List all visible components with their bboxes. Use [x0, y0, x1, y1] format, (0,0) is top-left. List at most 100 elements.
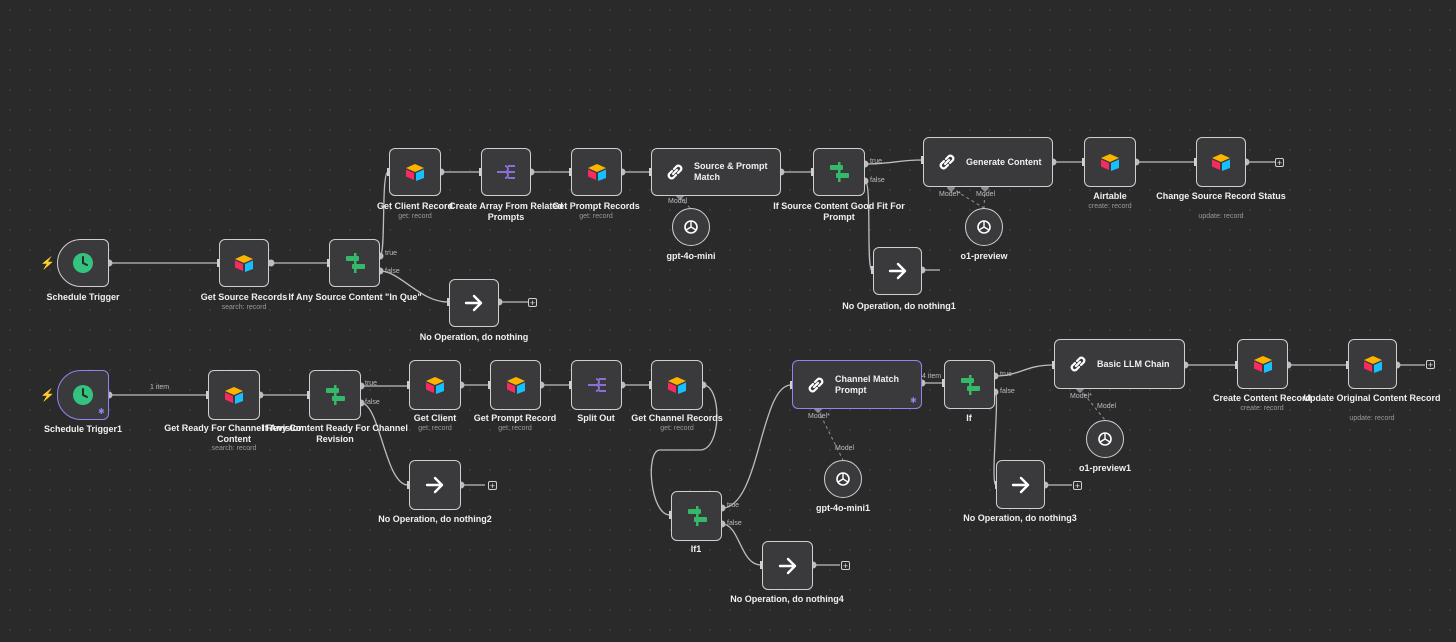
node-label: Update Original Content Record	[1303, 393, 1441, 403]
source-prompt-match-node[interactable]: Source & Prompt Match	[651, 148, 781, 196]
item-count-label: 1 item	[150, 384, 170, 391]
get-ready-node[interactable]	[208, 370, 260, 420]
node-subtitle: search: record	[211, 445, 257, 452]
o1-preview-node[interactable]	[965, 208, 1003, 246]
node-label: No Operation, do nothing3	[963, 513, 1077, 523]
false-branch-label: false	[365, 399, 380, 406]
node-subtitle: create: record	[1088, 203, 1132, 210]
change-status-node[interactable]	[1196, 137, 1246, 187]
node-subtitle: update: record	[1349, 415, 1395, 422]
node-label: o1-preview	[960, 251, 1008, 261]
airtable-icon	[1252, 355, 1274, 373]
add-node-button[interactable]: +	[841, 561, 850, 571]
if-any-source-node[interactable]	[329, 239, 380, 287]
update-original-node[interactable]	[1348, 339, 1397, 389]
node-label: Get Client	[413, 413, 457, 423]
arrow-right-icon	[425, 476, 445, 494]
node-label: No Operation, do nothing	[419, 332, 529, 342]
noop4-node[interactable]	[762, 541, 813, 590]
add-node-button[interactable]: +	[1073, 481, 1082, 491]
noop-node[interactable]	[449, 279, 499, 327]
get-source-records-node[interactable]	[219, 239, 269, 287]
node-label: Airtable	[1093, 191, 1127, 201]
generate-content-node[interactable]: Generate Content	[923, 137, 1053, 187]
node-label: If Source Content Good Fit For Prompt	[773, 201, 905, 222]
if-source-good-node[interactable]	[813, 148, 865, 196]
node-label: gpt-4o-mini1	[816, 503, 870, 513]
create-content-record-node[interactable]	[1237, 339, 1288, 389]
if-any-content-node[interactable]	[309, 370, 361, 420]
node-label: Get Client Record	[376, 201, 453, 211]
noop3-node[interactable]	[996, 460, 1045, 509]
node-subtitle: update: record	[1198, 213, 1244, 220]
add-node-button[interactable]: +	[1426, 360, 1435, 370]
node-subtitle: search: record	[221, 304, 267, 311]
clock-icon	[72, 252, 94, 274]
node-label: Change Source Record Status	[1156, 191, 1286, 201]
openai-icon	[834, 470, 852, 488]
airtable-node[interactable]	[1084, 137, 1136, 187]
split-icon	[586, 376, 608, 394]
node-subtitle: get: record	[398, 213, 432, 220]
airtable-icon	[505, 376, 527, 394]
link-icon	[1067, 353, 1089, 375]
channel-match-node[interactable]: Channel Match Prompt ✱	[792, 360, 922, 409]
openai-icon	[975, 218, 993, 236]
noop2-node[interactable]	[409, 460, 461, 510]
true-branch-label: true	[385, 250, 398, 257]
airtable-icon	[1210, 153, 1232, 171]
link-icon	[936, 151, 958, 173]
false-branch-label: false	[727, 520, 742, 527]
node-label: If Any Content Ready For Channel Revisio…	[262, 423, 408, 444]
add-node-button[interactable]: +	[488, 481, 497, 491]
node-label: Get Ready For Channel Revision Content	[164, 423, 304, 444]
branch-icon	[686, 505, 708, 527]
gpt-4o-mini-node[interactable]	[672, 208, 710, 246]
false-branch-label: false	[385, 268, 400, 275]
gpt-4o-mini1-node[interactable]	[824, 460, 862, 498]
airtable-icon	[233, 254, 255, 272]
airtable-icon	[666, 376, 688, 394]
true-branch-label: true	[870, 158, 883, 165]
node-subtitle: get: record	[498, 425, 532, 432]
get-prompt-record-node[interactable]	[490, 360, 541, 410]
model-connector-label: Model	[976, 191, 996, 198]
get-client-record-node[interactable]	[389, 148, 441, 196]
schedule-trigger1-node[interactable]: ✱	[57, 370, 109, 420]
branch-icon	[344, 252, 366, 274]
o1-preview1-node[interactable]	[1086, 420, 1124, 458]
node-label: Source & Prompt Match	[694, 161, 768, 182]
node-subtitle: get: record	[418, 425, 452, 432]
get-prompt-records-node[interactable]	[571, 148, 622, 196]
split-icon	[495, 163, 517, 181]
node-label: Split Out	[577, 413, 615, 423]
branch-icon	[959, 374, 981, 396]
node-label: Create Content Record	[1212, 393, 1311, 403]
split-out-node[interactable]	[571, 360, 622, 410]
airtable-icon	[1099, 153, 1121, 171]
node-label: Create Array From Related Prompts	[449, 201, 563, 222]
schedule-trigger-node[interactable]	[57, 239, 109, 287]
node-label: Get Prompt Record	[473, 413, 557, 423]
if1-node[interactable]	[671, 491, 722, 541]
noop1-node[interactable]	[873, 247, 922, 295]
basic-llm-chain-node[interactable]: Basic LLM Chain	[1054, 339, 1185, 389]
model-connector-label: Model	[1097, 403, 1117, 410]
branch-icon	[324, 384, 346, 406]
get-client-node[interactable]	[409, 360, 461, 410]
node-subtitle: get: record	[660, 425, 694, 432]
true-branch-label: true	[1000, 371, 1013, 378]
pin-icon: ✱	[98, 407, 105, 416]
if-node[interactable]	[944, 360, 995, 409]
arrow-right-icon	[778, 557, 798, 575]
airtable-icon	[424, 376, 446, 394]
node-label: o1-preview1	[1078, 463, 1132, 473]
model-connector-label: Model	[835, 445, 855, 452]
get-channel-records-node[interactable]	[651, 360, 703, 410]
add-node-button[interactable]: +	[1275, 158, 1284, 168]
add-node-button[interactable]: +	[528, 298, 537, 308]
create-array-node[interactable]	[481, 148, 531, 196]
node-label: Schedule Trigger1	[43, 424, 123, 434]
node-label: Schedule Trigger	[46, 292, 120, 302]
